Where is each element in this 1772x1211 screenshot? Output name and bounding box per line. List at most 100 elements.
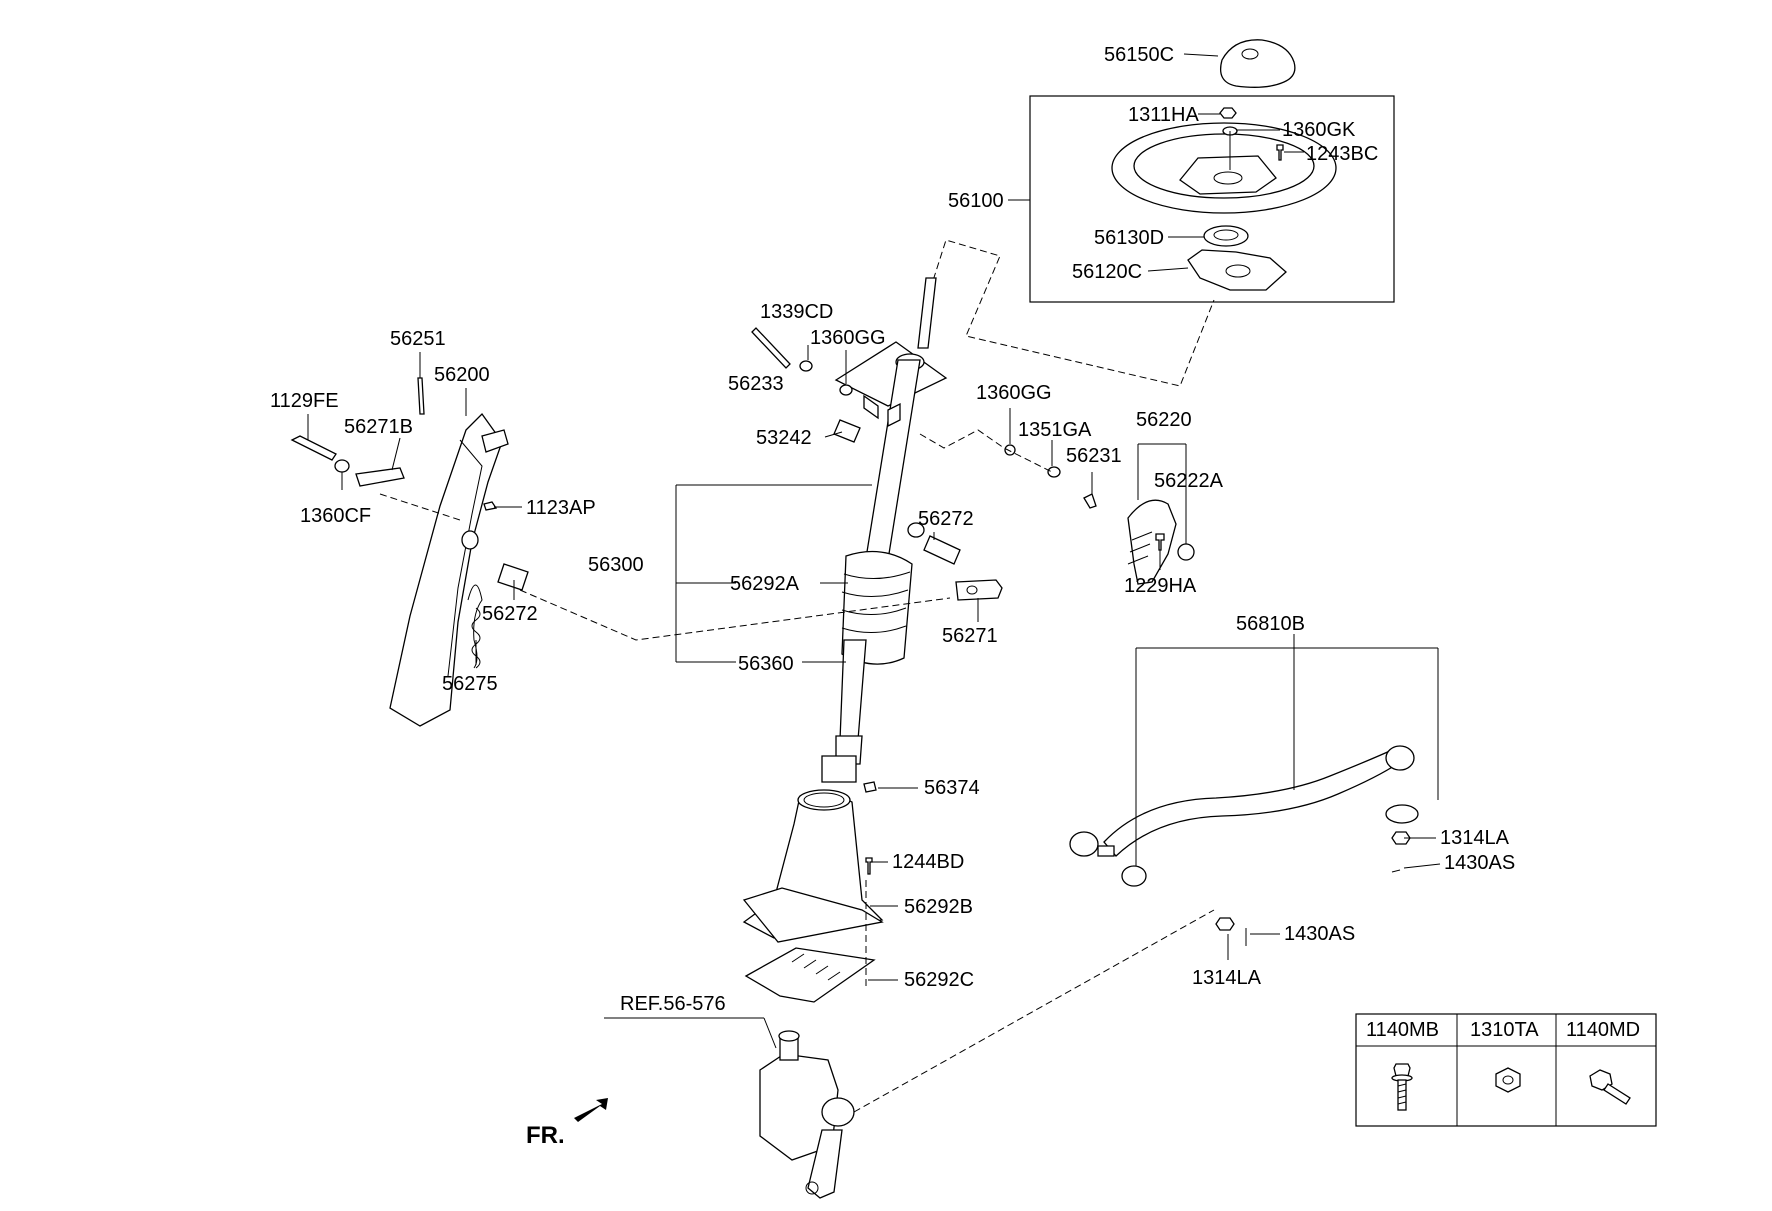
nut-1314LA-a[interactable] (1391, 831, 1411, 845)
label-56120C: 56120C (1072, 261, 1142, 283)
joint-56810B-right[interactable] (1385, 745, 1415, 771)
label-56810B: 56810B (1236, 613, 1305, 635)
leaders-lever (1091, 443, 1187, 570)
leaders-boot (865, 787, 918, 990)
label-1360GG-b: 1360GG (976, 382, 1052, 404)
nut-1311HA[interactable] (1219, 107, 1237, 119)
washer-1360GG-b[interactable] (1004, 444, 1016, 456)
fastener-table (1355, 1013, 1657, 1127)
plate-56292C[interactable] (744, 947, 876, 1003)
table-header-1140MD: 1140MD (1566, 1019, 1640, 1041)
pitman-arm[interactable] (807, 1129, 843, 1199)
label-56300: 56300 (588, 554, 644, 576)
label-56233: 56233 (728, 373, 784, 395)
screw-56374[interactable] (863, 781, 877, 793)
label-1314LA-b: 1314LA (1192, 967, 1262, 989)
front-arrow (574, 1098, 608, 1122)
label-56220: 56220 (1136, 409, 1192, 431)
cap-56222A[interactable] (1177, 543, 1195, 561)
label-56271B: 56271B (344, 416, 413, 438)
table-header-1140MB: 1140MB (1366, 1019, 1439, 1041)
label-53242: 53242 (756, 427, 812, 449)
label-1360GK: 1360GK (1282, 119, 1356, 141)
column-shaft-top[interactable] (917, 277, 937, 349)
steering-wheel-group (1008, 39, 1395, 303)
spacer-53242[interactable] (833, 419, 861, 443)
label-56271: 56271 (942, 625, 998, 647)
washer-1360GG-a2[interactable] (839, 384, 853, 396)
leaders-draglink (1135, 634, 1441, 960)
pin-1430AS-a[interactable] (1391, 869, 1401, 873)
tilt-lever-group (1083, 443, 1195, 585)
label-1129FE: 1129FE (270, 390, 339, 412)
spring-56275[interactable] (467, 584, 483, 669)
horn-pad[interactable] (1219, 39, 1296, 88)
spacer-56272-a[interactable] (497, 563, 529, 591)
bolt-1339CD[interactable] (751, 327, 791, 369)
label-ref-56-576: REF.56-576 (620, 993, 726, 1015)
label-56231: 56231 (1066, 445, 1122, 467)
nut-1351GA[interactable] (1047, 466, 1061, 478)
label-fr: FR. (526, 1122, 565, 1149)
label-56130D: 56130D (1094, 227, 1164, 249)
bolt-1244BD[interactable] (865, 857, 873, 875)
label-56272-b: 56272 (918, 508, 974, 530)
label-1123AP: 1123AP (526, 497, 596, 519)
cover-56120C[interactable] (1187, 249, 1287, 291)
bolt-1129FE[interactable] (290, 435, 337, 461)
pin-56251[interactable] (417, 377, 425, 415)
ring-56130D[interactable] (1203, 225, 1249, 247)
plate-holes (791, 953, 841, 981)
boot-56810B-right[interactable] (1385, 804, 1419, 824)
leaders-support (307, 352, 522, 665)
label-56100: 56100 (948, 190, 1004, 212)
label-1360CF: 1360CF (300, 505, 371, 527)
steering-gear-group (604, 909, 1215, 1199)
label-56200: 56200 (434, 364, 490, 386)
label-1243BC: 1243BC (1306, 143, 1378, 165)
steering-wheel-assembly-box (1029, 95, 1395, 303)
label-1351GA: 1351GA (1018, 419, 1092, 441)
screw-1123AP[interactable] (483, 501, 498, 511)
drag-link-group (1069, 634, 1441, 960)
label-1430AS-a: 1430AS (1444, 852, 1515, 874)
part-labels: 56150C 1311HA 1360GK 1243BC 56100 56130D… (270, 44, 1640, 1149)
label-1244BD: 1244BD (892, 851, 964, 873)
column-upper-bracket[interactable] (834, 341, 948, 407)
hex-bolt-icon (1589, 1069, 1631, 1105)
label-56292B: 56292B (904, 896, 973, 918)
label-1229HA: 1229HA (1124, 575, 1197, 597)
label-1430AS-b: 1430AS (1284, 923, 1355, 945)
label-1314LA-a: 1314LA (1440, 827, 1510, 849)
label-56275: 56275 (442, 673, 498, 695)
leaders-column (675, 345, 1053, 663)
lower-shaft-56360[interactable] (839, 639, 867, 741)
label-56292C: 56292C (904, 969, 974, 991)
nut-1360CF[interactable] (334, 459, 350, 473)
label-56150C: 56150C (1104, 44, 1174, 66)
label-56374: 56374 (924, 777, 980, 799)
screw-1229HA[interactable] (1155, 533, 1165, 551)
bracket-56271[interactable] (955, 579, 1003, 601)
drag-link-56810B[interactable] (1103, 749, 1401, 857)
nut-1314LA-b[interactable] (1215, 917, 1235, 931)
label-56251: 56251 (390, 328, 446, 350)
label-56360: 56360 (738, 653, 794, 675)
bolt-56231[interactable] (1083, 493, 1097, 509)
label-56272-a: 56272 (482, 603, 538, 625)
hex-nut-icon (1495, 1067, 1521, 1093)
bracket-56271B[interactable] (355, 467, 405, 487)
flange-bolt-icon (1391, 1063, 1413, 1111)
table-header-1310TA: 1310TA (1470, 1019, 1539, 1041)
joint-56810B-left[interactable] (1121, 865, 1147, 887)
label-1339CD: 1339CD (760, 301, 833, 323)
column-support-group (290, 352, 951, 727)
label-1360GG-a: 1360GG (810, 327, 886, 349)
screw-1243BC[interactable] (1276, 144, 1284, 161)
nut-1360GG-a[interactable] (799, 360, 813, 372)
spacer-56272-b[interactable] (923, 535, 961, 565)
lever-56220[interactable] (1127, 499, 1177, 585)
label-1311HA: 1311HA (1128, 104, 1199, 126)
leaders-wheel (1008, 53, 1304, 272)
